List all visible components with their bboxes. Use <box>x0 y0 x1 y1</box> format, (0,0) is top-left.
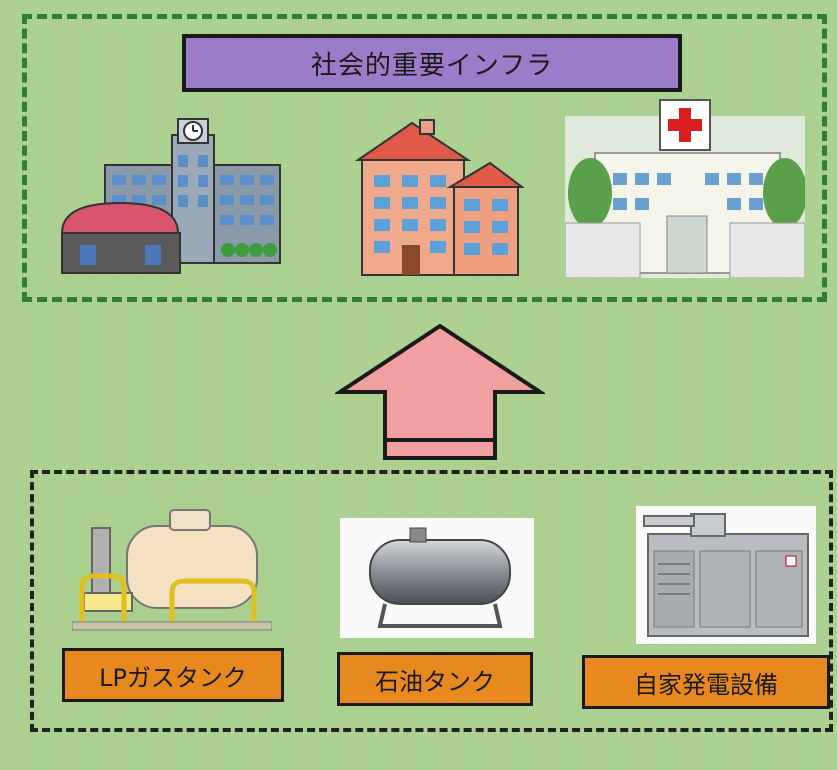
upward-arrow-icon <box>335 323 545 460</box>
infrastructure-group <box>22 14 827 302</box>
oil-tank-label: 石油タンク <box>337 652 533 706</box>
lp-gas-tank-label: LPガスタンク <box>62 648 284 702</box>
hospital-icon <box>565 99 805 278</box>
power-supply-group <box>30 470 833 732</box>
infrastructure-title: 社会的重要インフラ <box>182 34 682 92</box>
apartment-building-icon <box>354 119 525 276</box>
office-building-icon <box>60 118 281 274</box>
lp-gas-tank-icon <box>72 498 272 633</box>
generator-icon <box>643 513 809 637</box>
oil-tank-icon <box>369 527 511 628</box>
private-generator-label: 自家発電設備 <box>582 655 830 709</box>
